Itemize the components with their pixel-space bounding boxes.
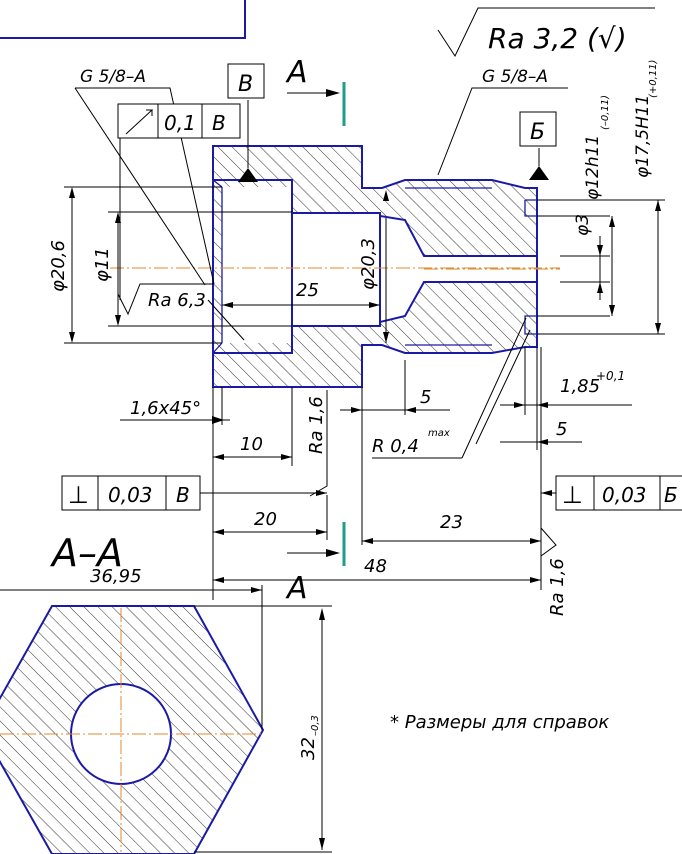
dim-r04-sup: max xyxy=(428,428,450,439)
thread-left: G 5/8–A xyxy=(80,67,146,87)
dim-d12-tol: (–0,11) xyxy=(600,95,611,130)
section-letter-bottom: A xyxy=(285,571,308,606)
bore-left-inner xyxy=(212,179,223,354)
dim-d3: φ3 xyxy=(573,214,593,236)
dim-ra63: Ra 6,3 xyxy=(148,290,206,311)
r04-leader-2 xyxy=(475,329,531,445)
dim-len185: 1,85 xyxy=(560,376,600,397)
datum-top-right: Б xyxy=(530,120,545,145)
ra16b-sign xyxy=(540,527,557,557)
dim-ra16-b: Ra 1,6 xyxy=(547,558,568,616)
dim-ra16-a: Ra 1,6 xyxy=(306,396,327,454)
datum-top-left: B xyxy=(238,72,253,97)
dim-d20-3: φ20,3 xyxy=(358,238,379,290)
dim-len32: 32 xyxy=(298,737,319,760)
thread-right: G 5/8–A xyxy=(482,67,548,87)
bore-left xyxy=(213,179,293,354)
thread-lines xyxy=(405,187,492,346)
tol-position-frame xyxy=(117,103,241,139)
dim-len5a: 5 xyxy=(420,387,431,408)
dim-len185-tol: +0,1 xyxy=(596,369,625,383)
bore-cone xyxy=(379,215,537,323)
datum-triangle-left xyxy=(238,168,258,182)
dim-len3695: 36,95 xyxy=(90,566,142,587)
tol-perp-right-datum: Б xyxy=(664,483,678,507)
datum-triangle-right xyxy=(529,166,549,180)
dim-len10: 10 xyxy=(240,434,263,455)
tol-perp-right-symbol: ⊥ xyxy=(562,481,583,509)
thread-right-leader xyxy=(437,87,568,176)
main-part xyxy=(212,145,538,388)
ra63-leader xyxy=(207,299,245,341)
dim-d20-6: φ20,6 xyxy=(48,240,69,292)
tol-perp-left-datum: B xyxy=(176,483,190,507)
section-arrowhead-top xyxy=(326,89,340,97)
tol-position-datum: B xyxy=(212,111,226,135)
dim-len25: 25 xyxy=(296,280,319,301)
dim-len23: 23 xyxy=(440,512,463,533)
reference-note: * Размеры для справок xyxy=(390,712,609,733)
dim-d17-5: φ17,5H11 xyxy=(633,95,653,178)
thread-left-leader xyxy=(75,87,215,285)
hex-section xyxy=(0,605,265,854)
r04-leader-1 xyxy=(461,317,527,459)
ra63-sign xyxy=(117,283,214,316)
section-arrowhead-bottom xyxy=(326,549,340,557)
tol-perp-left-frame xyxy=(61,475,201,511)
tol-position-symbol xyxy=(125,109,154,135)
roughness-general-label: Ra 3,2 (√) xyxy=(488,22,627,55)
title-block-corner xyxy=(0,0,246,39)
dim-d11: φ11 xyxy=(92,247,113,282)
datum-box-left xyxy=(227,63,265,99)
dim-len32-tol: –0,3 xyxy=(310,715,321,736)
tol-perp-left-value: 0,03 xyxy=(108,483,153,507)
tol-perp-left-symbol: ⊥ xyxy=(68,481,89,509)
tol-perp-right-frame xyxy=(555,475,682,511)
dim-len5b: 5 xyxy=(556,419,567,440)
datum-box-right xyxy=(519,111,557,147)
tol-position-value: 0,1 xyxy=(164,111,196,135)
dim-ch16: 1,6x45° xyxy=(130,398,201,419)
tol-perp-right-value: 0,03 xyxy=(602,483,647,507)
roughness-sign-general xyxy=(437,7,655,58)
bore-middle xyxy=(292,212,381,327)
dim-r04: R 0,4 xyxy=(372,436,419,457)
section-letter-top: A xyxy=(285,55,308,90)
dim-d17-5-tol: (+0,11) xyxy=(648,60,659,98)
dim-d12: φ12h11 xyxy=(583,135,603,200)
section-title: A–A xyxy=(49,531,123,575)
dim-len20: 20 xyxy=(254,509,277,530)
dim-len48: 48 xyxy=(364,556,387,577)
